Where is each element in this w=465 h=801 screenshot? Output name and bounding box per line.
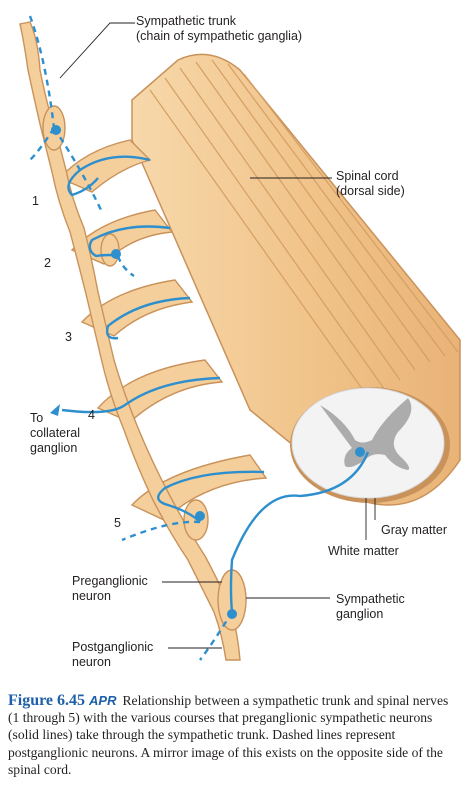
apr-badge: APR bbox=[89, 693, 117, 708]
sympathetic-trunk-label-line2: (chain of sympathetic ganglia) bbox=[136, 29, 303, 43]
postganglionic-label-line1: Postganglionic bbox=[72, 640, 154, 654]
postganglionic-label: Postganglionic neuron bbox=[72, 640, 153, 670]
sympathetic-trunk-label: Sympathetic trunk (chain of sympathetic … bbox=[136, 14, 302, 44]
gray-matter-label: Gray matter bbox=[381, 523, 447, 537]
nerve-number-1: 1 bbox=[32, 194, 39, 208]
caption-text: Relationship between a sympathetic trunk… bbox=[8, 693, 449, 777]
preganglionic-label: Preganglionic neuron bbox=[72, 574, 148, 604]
spinal-cord-label: Spinal cord (dorsal side) bbox=[336, 169, 405, 199]
nerve-number-2: 2 bbox=[44, 256, 51, 270]
postganglionic-label-line2: neuron bbox=[72, 655, 111, 669]
sympathetic-ganglion-label: Sympathetic ganglion bbox=[336, 592, 405, 622]
leader-lines bbox=[59, 22, 376, 649]
collateral-arrow bbox=[50, 404, 60, 416]
to-collateral-label-line3: ganglion bbox=[30, 441, 78, 455]
preganglionic-label-line1: Preganglionic bbox=[72, 574, 148, 588]
cord-cross-section bbox=[290, 387, 450, 503]
sympathetic-trunk-label-line1: Sympathetic trunk bbox=[136, 14, 237, 28]
preganglionic-neurons bbox=[61, 155, 370, 613]
to-collateral-label: To collateral ganglion bbox=[30, 411, 80, 456]
preganglionic-label-line2: neuron bbox=[72, 589, 111, 603]
neuron-cell-bodies bbox=[51, 125, 365, 619]
gray-matter bbox=[320, 398, 412, 470]
spinal-cord-label-line2: (dorsal side) bbox=[336, 184, 405, 198]
white-matter-label: White matter bbox=[328, 544, 399, 558]
spinal-nerve-1 bbox=[58, 139, 152, 193]
sympathetic-ganglion-label-line2: ganglion bbox=[336, 607, 384, 621]
sympathetic-ganglion-label-line1: Sympathetic bbox=[336, 592, 405, 606]
nerve-number-5: 5 bbox=[114, 516, 121, 530]
to-collateral-label-line2: collateral bbox=[30, 426, 81, 440]
to-collateral-label-line1: To bbox=[30, 411, 44, 425]
nerve-number-4: 4 bbox=[88, 408, 95, 422]
figure-number: Figure 6.45 bbox=[8, 692, 86, 709]
sympathetic-trunk-diagram bbox=[19, 15, 461, 661]
spinal-cord-label-line1: Spinal cord bbox=[336, 169, 399, 183]
nerve-number-3: 3 bbox=[65, 330, 72, 344]
